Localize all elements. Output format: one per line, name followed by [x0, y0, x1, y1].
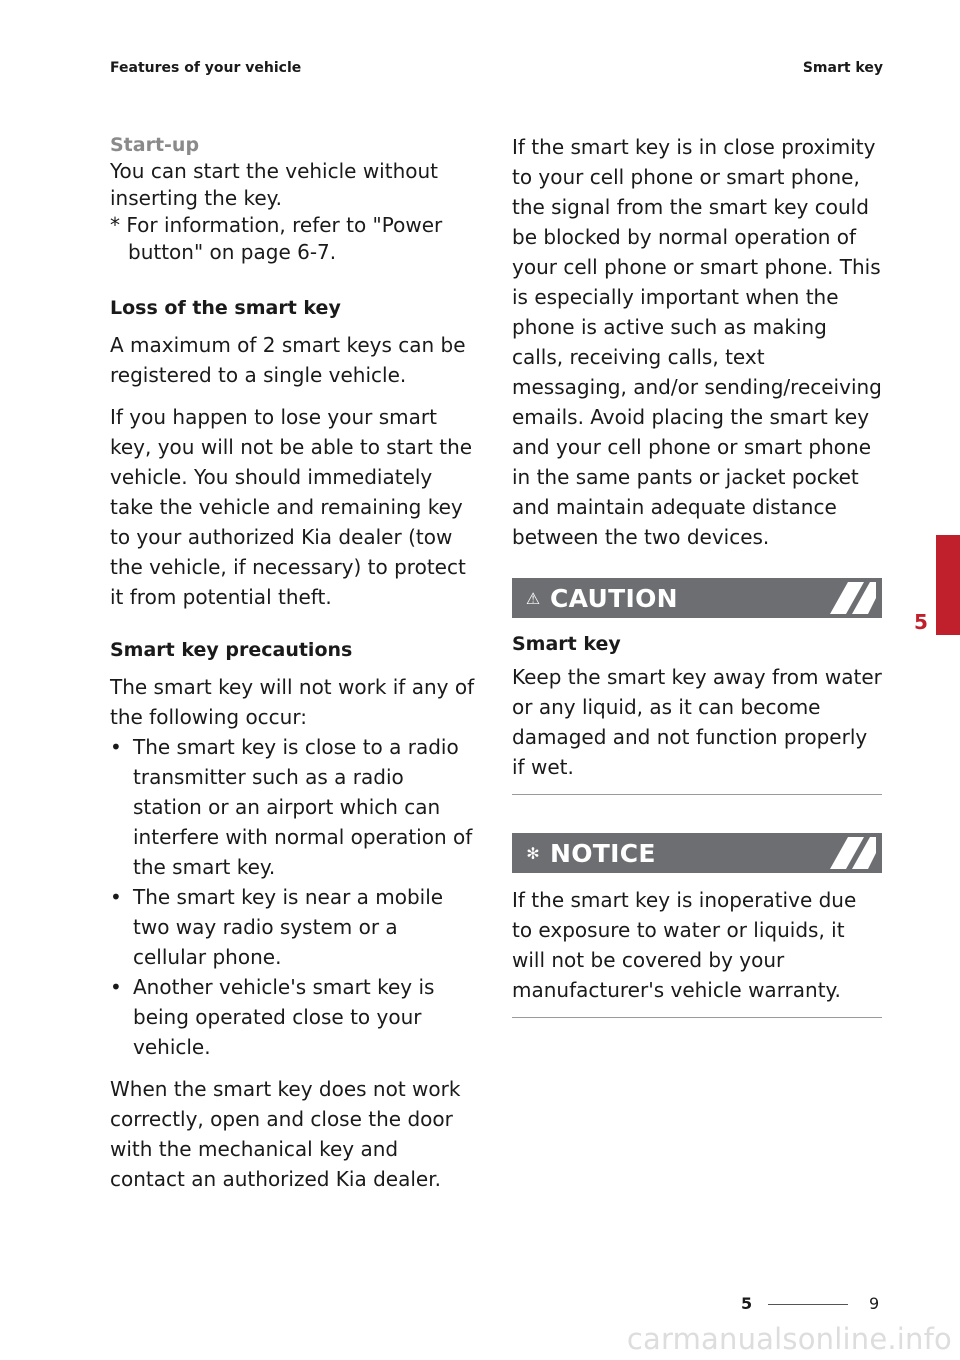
bullet-icon: • [110, 885, 122, 909]
slash-stripes-icon [830, 582, 876, 614]
running-header-chapter: Features of your vehicle [110, 60, 302, 76]
list-item: • The smart key is near a mobile two way … [110, 882, 476, 972]
startup-body: You can start the vehicle without insert… [110, 159, 439, 210]
caution-body: Keep the smart key away from water or an… [512, 665, 882, 779]
caution-divider [512, 794, 882, 795]
list-item-text: The smart key is close to a radio transm… [133, 735, 473, 879]
loss-paragraph-2: If you happen to lose your smart key, yo… [110, 405, 473, 609]
chapter-tab [936, 535, 960, 635]
caution-banner: ⚠ CAUTION [512, 578, 882, 618]
loss-heading: Loss of the smart key [110, 297, 341, 319]
bullet-icon: • [110, 975, 122, 999]
watermark: carmanualsonline.info [626, 1322, 952, 1356]
footer-divider [768, 1304, 848, 1305]
notice-banner: ✻ NOTICE [512, 833, 882, 873]
precautions-intro: The smart key will not work if any of th… [110, 675, 475, 729]
caution-title: CAUTION [550, 583, 678, 613]
running-header-section: Smart key [802, 60, 883, 76]
slash-stripes-icon [830, 837, 876, 869]
precautions-list: • The smart key is close to a radio trans… [110, 732, 476, 1062]
list-item-text: The smart key is near a mobile two way r… [133, 885, 444, 969]
caution-heading: Smart key [512, 633, 621, 655]
notice-body: If the smart key is inoperative due to e… [512, 888, 857, 1002]
notice-title: NOTICE [550, 838, 656, 868]
chapter-tab-number: 5 [914, 610, 928, 634]
startup-title: Start-up [110, 134, 200, 156]
bullet-icon: • [110, 735, 122, 759]
precautions-heading: Smart key precautions [110, 639, 353, 661]
list-item-text: Another vehicle's smart key is being ope… [133, 975, 435, 1059]
left-column: Start-up You can start the vehicle witho… [110, 132, 476, 1206]
notice-divider [512, 1017, 882, 1018]
list-item: • Another vehicle's smart key is being op… [110, 972, 476, 1062]
footer-page-number: 9 [869, 1294, 880, 1313]
footer-section-number: 5 [741, 1294, 753, 1313]
startup-note: * For information, refer to "Power butto… [110, 213, 443, 264]
right-column: If the smart key is in close proximity t… [512, 132, 882, 1056]
warning-triangle-icon: ⚠ [525, 588, 541, 608]
asterisk-icon: ✻ [526, 843, 540, 863]
list-item: • The smart key is close to a radio trans… [110, 732, 476, 882]
proximity-paragraph: If the smart key is in close proximity t… [512, 135, 882, 549]
precautions-closing: When the smart key does not work correct… [110, 1077, 461, 1191]
loss-paragraph-1: A maximum of 2 smart keys can be registe… [110, 333, 466, 387]
